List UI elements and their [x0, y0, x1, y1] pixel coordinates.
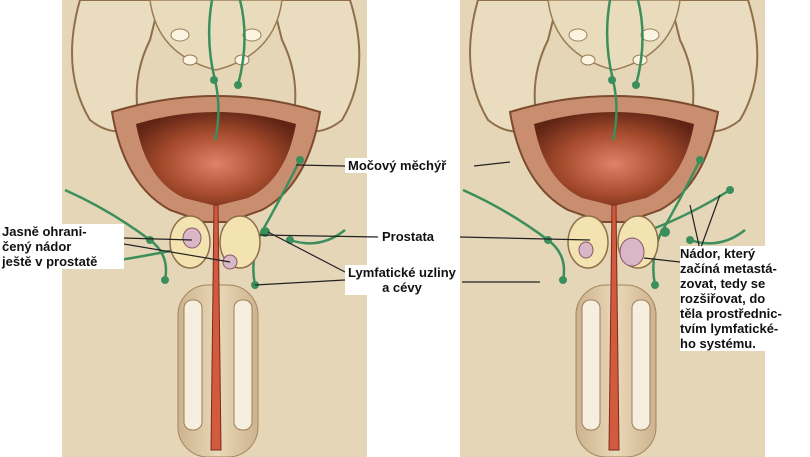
- tumor-contained: [183, 228, 201, 248]
- corpus-left: [582, 300, 600, 430]
- corpus-right: [632, 300, 650, 430]
- tumor-spreading: [620, 238, 644, 266]
- label-tumor-contained: Jasně ohrani- čený nádor ještě v prostat…: [2, 224, 124, 269]
- label-lymph: Lymfatické uzliny a cévy: [345, 265, 459, 295]
- label-tumor-spreading: Nádor, který začíná metastá- zovat, tedy…: [680, 246, 808, 351]
- right-panel: [460, 0, 765, 457]
- corpus-right: [234, 300, 252, 430]
- label-prostate: Prostata: [378, 229, 438, 244]
- corpus-left: [184, 300, 202, 430]
- label-bladder: Močový měchýř: [345, 158, 449, 173]
- tumor-small: [579, 242, 593, 258]
